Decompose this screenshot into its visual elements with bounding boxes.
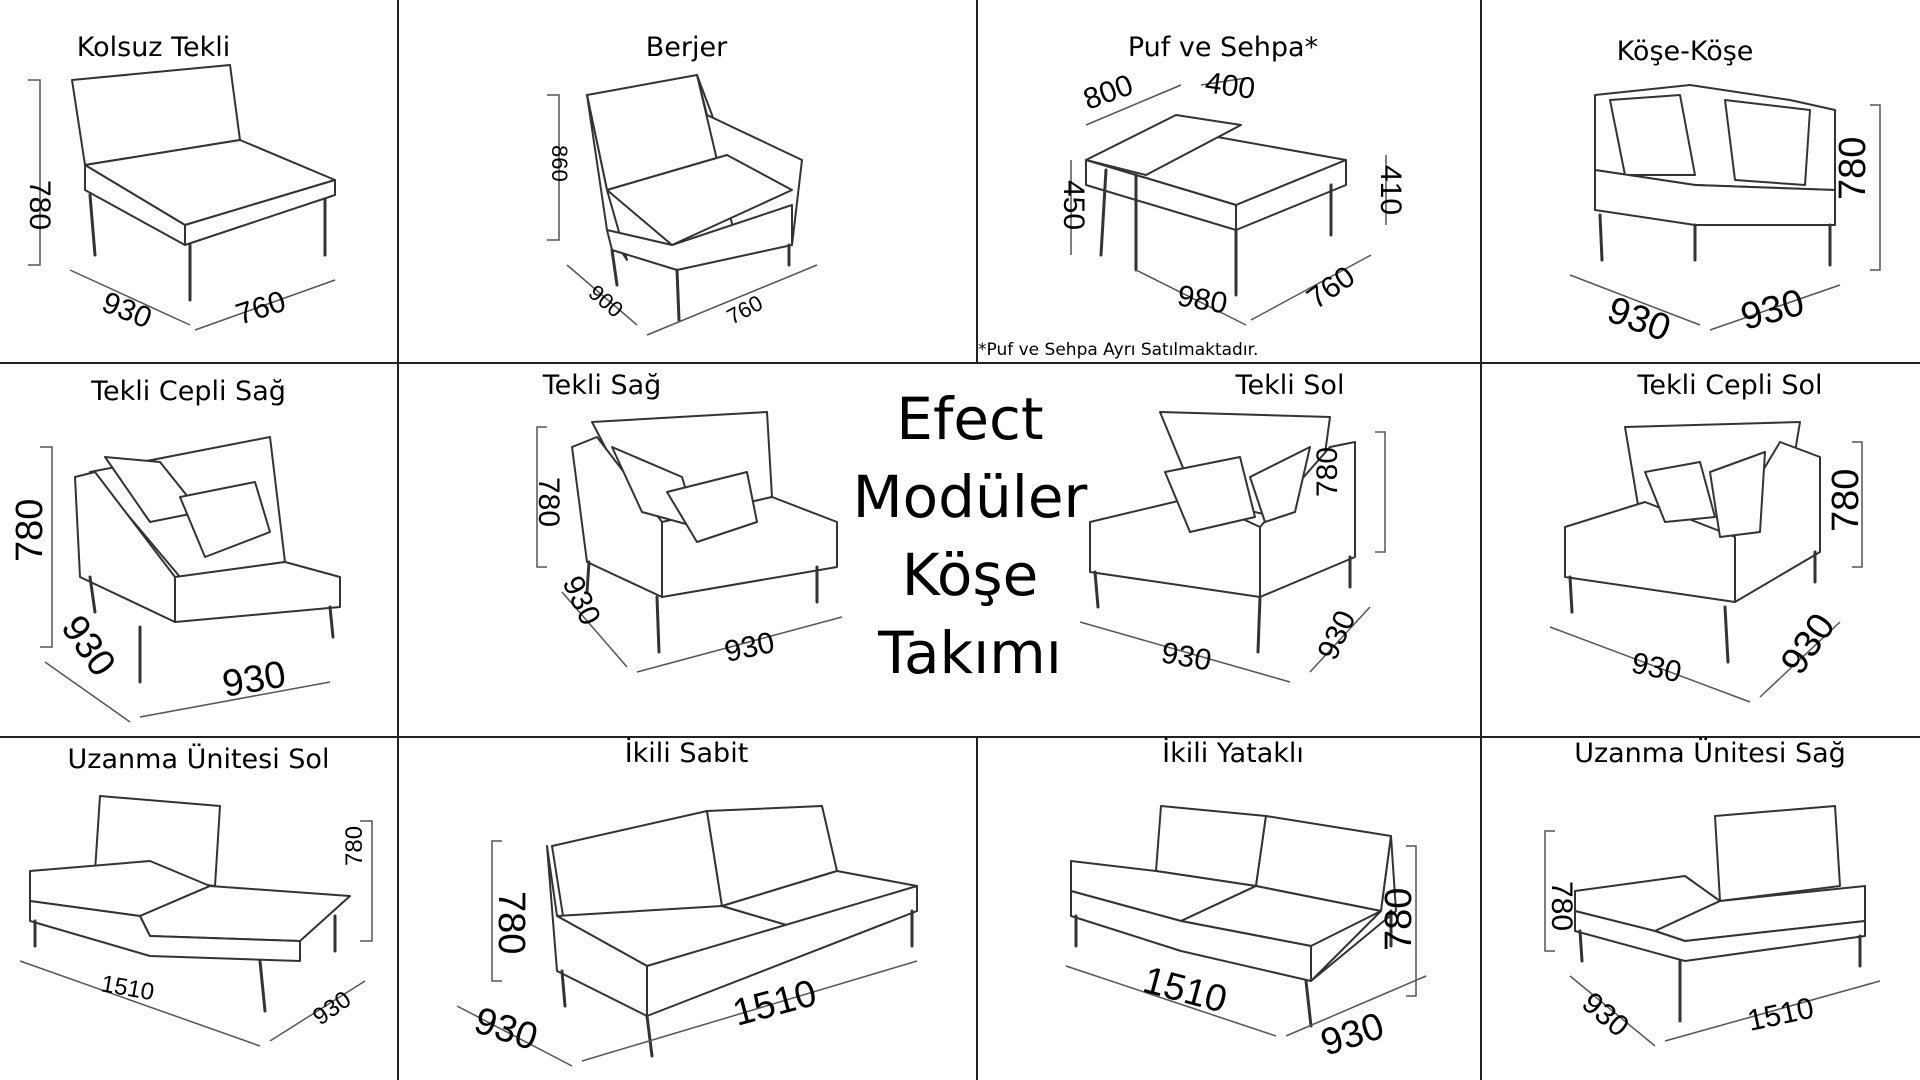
dim-label: 930	[308, 986, 356, 1031]
footnote: *Puf ve Sehpa Ayrı Satılmaktadır.	[978, 340, 1259, 360]
dim-label: 930	[556, 571, 607, 630]
module-drawing: 780 930 1510	[1544, 805, 1881, 1047]
module-drawing: 860 900 760	[547, 74, 818, 336]
dim-label: 860	[547, 145, 572, 182]
dim-label: 930	[1159, 636, 1214, 677]
module-title: Kolsuz Tekli	[76, 32, 231, 63]
module-drawing: 780 1510 930	[1065, 805, 1427, 1065]
grid-divider	[0, 362, 1920, 364]
dim-label: 780	[1311, 447, 1344, 497]
dim-label: 780	[1832, 137, 1874, 200]
dim-label: 900	[584, 280, 628, 323]
module-puf-ve-sehpa: Puf ve Sehpa* 800 400 450 410 980 760	[976, 0, 1480, 362]
grid-divider	[976, 736, 978, 1080]
module-uzanma-unitesi-sag: Uzanma Ünitesi Sağ 780 930 1510	[1480, 736, 1920, 1080]
module-title: Tekli Cepli Sol	[1637, 370, 1823, 401]
module-title: İkili Sabit	[624, 738, 749, 769]
module-uzanma-unitesi-sol: Uzanma Ünitesi Sol 780 1510 930	[0, 736, 397, 1080]
module-title: Tekli Cepli Sağ	[91, 376, 286, 407]
grid-divider	[0, 736, 1920, 738]
dim-label: 930	[53, 608, 124, 684]
dim-label: 760	[723, 290, 767, 329]
dim-label: 1510	[728, 972, 821, 1034]
dim-label: 930	[1576, 986, 1636, 1043]
module-drawing: 780 930 930	[1549, 421, 1867, 703]
dim-label: 1510	[1745, 992, 1817, 1038]
module-berjer: Berjer 860 900 760	[397, 0, 976, 362]
module-ikili-sabit: İkili Sabit 780 930 1510	[397, 736, 976, 1080]
dim-label: 760	[1301, 260, 1361, 316]
dim-label: 930	[1602, 289, 1676, 350]
grid-divider	[1480, 0, 1482, 1080]
dim-label: 780	[23, 180, 56, 230]
module-ikili-yatakli: İkili Yataklı 780 1510 930	[976, 736, 1480, 1080]
module-tekli-sol: Tekli Sol 780 930 930	[1079, 362, 1480, 736]
module-kose-kose: Köşe-Köşe 780 930 930	[1480, 0, 1920, 362]
dim-label: 980	[1175, 279, 1230, 320]
dim-label: 930	[1316, 1005, 1389, 1065]
dim-label: 780	[490, 891, 532, 954]
module-title: Uzanma Ünitesi Sol	[67, 744, 330, 775]
collection-title-line: Modüler	[852, 463, 1088, 531]
dim-label: 800	[1079, 68, 1137, 116]
dim-label: 400	[1203, 66, 1257, 106]
dim-label: 780	[532, 477, 565, 527]
module-drawing: 780 930 930	[1569, 84, 1881, 350]
dim-label: 930	[722, 626, 778, 669]
dim-label: 930	[97, 286, 156, 335]
dim-label: 780	[341, 826, 368, 866]
module-kolsuz-tekli: Kolsuz Tekli 780 930 760	[0, 0, 397, 362]
dim-label: 1510	[1139, 959, 1232, 1021]
grid-divider	[976, 0, 978, 362]
dim-label: 930	[1311, 606, 1362, 665]
module-drawing: 780 930 1510	[456, 805, 918, 1067]
dim-label: 930	[469, 1000, 542, 1060]
dim-label: 780	[1378, 888, 1420, 951]
module-drawing: 780 930 930	[9, 436, 341, 723]
collection-title: Efect Modüler Köşe Takımı	[820, 380, 1120, 692]
module-title: Berjer	[645, 32, 728, 63]
dim-label: 930	[1629, 647, 1685, 690]
module-drawing: 780 1510 930	[19, 795, 373, 1047]
grid-divider	[397, 0, 399, 1080]
dim-label: 760	[232, 285, 290, 332]
module-title: Köşe-Köşe	[1616, 36, 1754, 67]
module-tekli-sag: Tekli Sağ 780 930 930	[397, 362, 843, 736]
module-title: Uzanma Ünitesi Sağ	[1574, 738, 1846, 769]
collection-title-line: Takımı	[878, 619, 1062, 687]
module-title: Tekli Sağ	[542, 370, 662, 401]
module-title: İkili Yataklı	[1162, 738, 1304, 769]
dim-label: 930	[1736, 282, 1808, 339]
module-title: Puf ve Sehpa*	[1127, 32, 1319, 63]
dim-label: 410	[1374, 165, 1407, 215]
collection-title-line: Köşe	[901, 541, 1039, 609]
module-tekli-cepli-sag: Tekli Cepli Sağ 780 930 930	[0, 362, 397, 736]
module-drawing: 780 930 930	[532, 411, 843, 673]
dim-label: 930	[1773, 606, 1844, 682]
module-drawing: 780 930 930	[1079, 411, 1386, 683]
collection-title-line: Efect	[896, 385, 1044, 453]
dim-label: 1510	[99, 970, 156, 1006]
module-title: Tekli Sol	[1235, 370, 1345, 401]
module-tekli-cepli-sol: Tekli Cepli Sol 780 930 930	[1480, 362, 1920, 736]
module-drawing: 800 400 450 410 980 760	[1057, 66, 1407, 326]
dim-label: 780	[9, 499, 51, 562]
dim-label: 780	[1825, 469, 1867, 532]
dim-label: 450	[1057, 180, 1090, 230]
dim-label: 930	[219, 653, 289, 705]
dim-label: 780	[1545, 881, 1578, 931]
module-drawing: 780 930 760	[23, 64, 336, 335]
